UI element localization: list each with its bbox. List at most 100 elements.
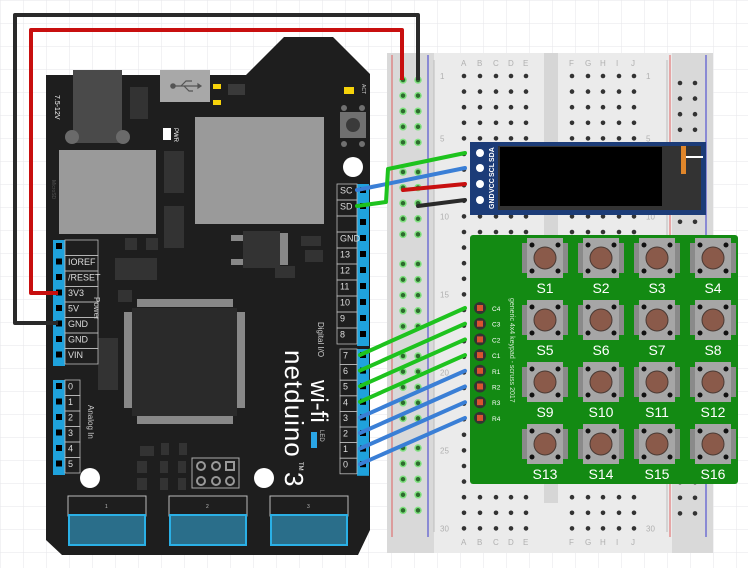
- power-rail-hole-connected[interactable]: [414, 138, 422, 147]
- breadboard-hole[interactable]: [631, 136, 637, 141]
- breadboard-hole[interactable]: [493, 104, 499, 110]
- breadboard-hole[interactable]: [477, 526, 483, 531]
- breadboard-hole[interactable]: [461, 432, 467, 438]
- button-cap[interactable]: [589, 432, 613, 456]
- breadboard-hole[interactable]: [477, 214, 483, 219]
- wire-digital-to-keypad[interactable]: [358, 384, 467, 435]
- button-cap[interactable]: [589, 308, 613, 332]
- microsd-slot[interactable]: [59, 150, 156, 234]
- power-rail-hole-connected[interactable]: [414, 291, 422, 299]
- oled-pin[interactable]: [476, 149, 484, 157]
- header-pin[interactable]: [56, 274, 62, 280]
- keypad-pin[interactable]: [477, 383, 483, 390]
- breadboard-hole[interactable]: [477, 229, 483, 235]
- button-cap[interactable]: [645, 308, 669, 332]
- breadboard-hole[interactable]: [585, 214, 591, 219]
- power-rail-hole-connected[interactable]: [414, 91, 422, 100]
- breadboard-hole[interactable]: [523, 89, 529, 94]
- power-rail-hole-connected[interactable]: [399, 123, 407, 131]
- breadboard-hole[interactable]: [631, 229, 637, 235]
- breadboard-hole[interactable]: [631, 104, 637, 110]
- breadboard-hole[interactable]: [585, 120, 591, 126]
- breadboard-hole[interactable]: [461, 104, 467, 110]
- wire-digital-to-keypad[interactable]: [358, 321, 467, 373]
- keypad-4x4[interactable]: generic 4x4 keypad - scruss 2017 C4C3C2C…: [470, 235, 738, 484]
- breadboard-hole[interactable]: [616, 526, 622, 531]
- power-rail-hole-connected[interactable]: [399, 215, 407, 223]
- breadboard-hole[interactable]: [616, 229, 622, 235]
- wire-digital-to-keypad[interactable]: [358, 353, 467, 404]
- oled-pin[interactable]: [476, 180, 484, 188]
- power-rail-hole[interactable]: [692, 219, 698, 225]
- header-pin[interactable]: [56, 445, 62, 451]
- button-cap[interactable]: [701, 308, 725, 332]
- power-rail-hole-connected[interactable]: [399, 199, 407, 207]
- header-pin[interactable]: [56, 336, 62, 342]
- breadboard-hole[interactable]: [523, 120, 529, 126]
- header-pin[interactable]: [360, 331, 366, 337]
- power-rail-hole[interactable]: [677, 111, 683, 117]
- header-pin[interactable]: [56, 414, 62, 420]
- button-cap[interactable]: [701, 246, 725, 270]
- keypad-pin[interactable]: [477, 320, 483, 327]
- power-rail-hole-connected[interactable]: [399, 107, 407, 115]
- header-pin[interactable]: [360, 267, 366, 273]
- button-cap[interactable]: [589, 246, 613, 270]
- power-rail-hole-connected[interactable]: [399, 138, 407, 147]
- breadboard-hole[interactable]: [616, 104, 622, 110]
- breadboard-hole[interactable]: [585, 89, 591, 94]
- power-rail-hole-connected[interactable]: [414, 168, 422, 176]
- breadboard-hole[interactable]: [508, 510, 514, 516]
- button-cap[interactable]: [701, 370, 725, 394]
- breadboard-hole[interactable]: [569, 494, 575, 500]
- power-rail-hole[interactable]: [692, 80, 698, 86]
- breadboard-hole[interactable]: [508, 229, 514, 235]
- breadboard-hole[interactable]: [493, 89, 499, 94]
- power-rail-hole-connected[interactable]: [414, 230, 422, 239]
- breadboard-hole[interactable]: [477, 136, 483, 141]
- breadboard-hole[interactable]: [493, 510, 499, 516]
- power-rail-hole-connected[interactable]: [399, 307, 407, 315]
- breadboard-hole[interactable]: [569, 510, 575, 516]
- breadboard-hole[interactable]: [600, 136, 606, 141]
- wire-digital-to-keypad[interactable]: [358, 415, 467, 467]
- power-rail-hole[interactable]: [677, 495, 683, 501]
- breadboard-hole[interactable]: [616, 136, 622, 141]
- oled-pin[interactable]: [476, 196, 484, 204]
- breadboard-hole[interactable]: [616, 214, 622, 219]
- breadboard-hole[interactable]: [523, 104, 529, 110]
- wire-digital-to-keypad[interactable]: [358, 400, 467, 451]
- breadboard-hole[interactable]: [461, 510, 467, 516]
- breadboard-hole[interactable]: [493, 494, 499, 500]
- breadboard-hole[interactable]: [631, 494, 637, 500]
- netduino-board[interactable]: 7.5-12V PWR MicroSD ACT: [46, 37, 370, 555]
- header-pin[interactable]: [56, 429, 62, 436]
- power-rail-hole[interactable]: [692, 111, 698, 117]
- breadboard-hole[interactable]: [631, 214, 637, 219]
- breadboard-hole[interactable]: [508, 494, 514, 500]
- breadboard-hole[interactable]: [508, 136, 514, 141]
- button-cap[interactable]: [645, 370, 669, 394]
- breadboard-hole[interactable]: [569, 214, 575, 219]
- power-rail-hole-connected[interactable]: [399, 275, 407, 284]
- breadboard-hole[interactable]: [631, 120, 637, 126]
- breadboard-hole[interactable]: [569, 229, 575, 235]
- gocport-connector[interactable]: [169, 514, 247, 546]
- breadboard-hole[interactable]: [477, 120, 483, 126]
- breadboard-hole[interactable]: [508, 73, 514, 79]
- keypad-pin[interactable]: [477, 352, 483, 359]
- header-pin[interactable]: [360, 251, 366, 257]
- power-rail-hole-connected[interactable]: [399, 168, 407, 176]
- breadboard-hole[interactable]: [585, 104, 591, 110]
- breadboard-hole[interactable]: [461, 89, 467, 94]
- breadboard-hole[interactable]: [461, 214, 467, 219]
- breadboard-hole[interactable]: [631, 510, 637, 516]
- breadboard-hole[interactable]: [569, 89, 575, 94]
- breadboard-hole[interactable]: [585, 73, 591, 79]
- breadboard-hole[interactable]: [616, 89, 622, 94]
- breadboard-hole[interactable]: [600, 104, 606, 110]
- wire-sc-to-oled-scl[interactable]: [355, 166, 467, 192]
- breadboard-hole[interactable]: [493, 120, 499, 126]
- power-rail-hole-connected[interactable]: [399, 491, 407, 499]
- header-pin[interactable]: [56, 351, 62, 358]
